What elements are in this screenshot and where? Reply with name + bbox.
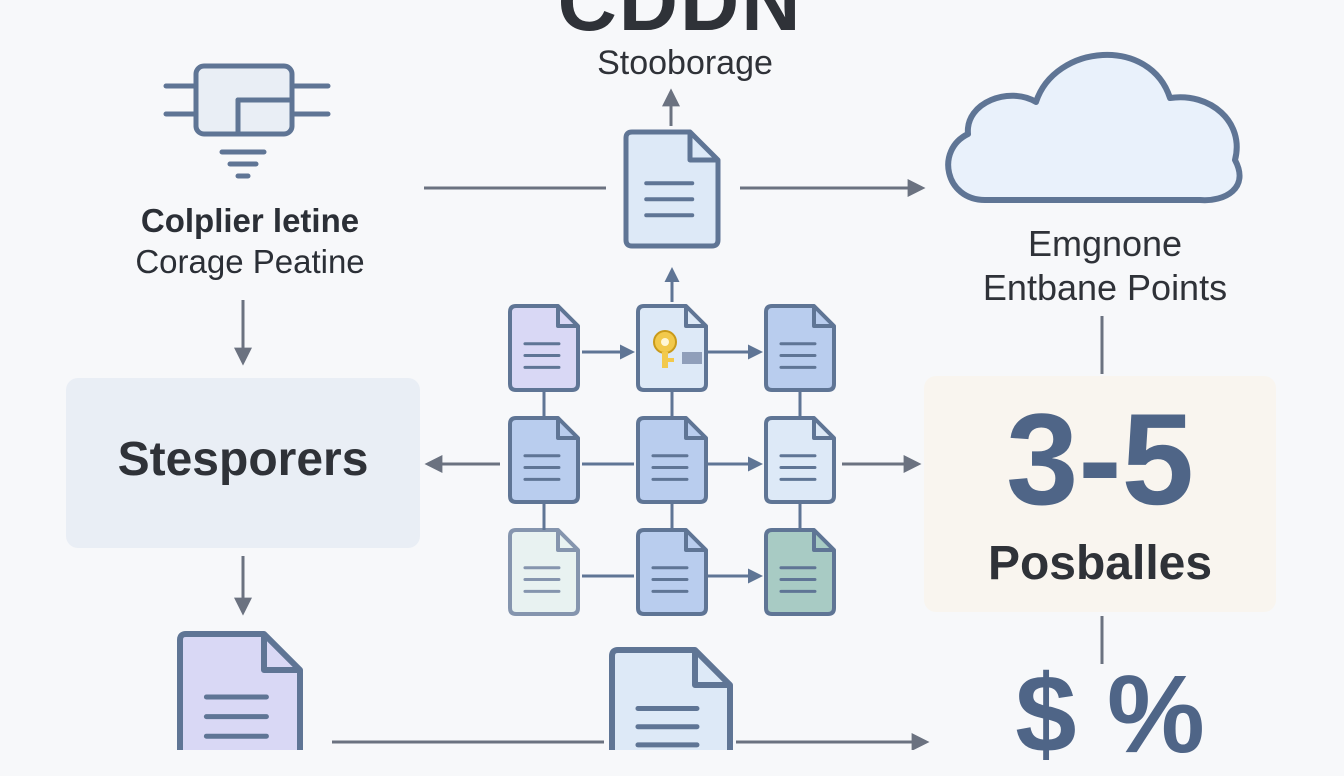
chip-component-icon xyxy=(163,63,331,179)
bottom-center-document-icon xyxy=(609,647,733,750)
grid-document-icon xyxy=(508,528,580,616)
grid-connectors xyxy=(542,267,802,584)
bottom-left-document-icon xyxy=(177,631,303,750)
cloud-icon xyxy=(945,51,1243,204)
diagram-canvas xyxy=(163,51,1243,750)
grid-document-icon xyxy=(764,304,836,392)
grid-document-icon xyxy=(764,528,836,616)
endpoint-label: Emgnone Entbane Points xyxy=(930,222,1280,310)
grid-document-icon xyxy=(636,416,708,504)
key-icon xyxy=(653,330,702,368)
stat-panel xyxy=(924,376,1276,612)
endpoint-label-line1: Emgnone xyxy=(1027,223,1183,264)
connectors xyxy=(234,88,1104,750)
page-title: CDDN xyxy=(557,0,803,48)
currency-symbols: $ % xyxy=(1015,653,1205,776)
stat-label: Posballes xyxy=(987,537,1213,590)
compiler-label-line1: Colplier letine xyxy=(140,202,360,239)
storage-document-icon xyxy=(623,129,721,249)
compiler-label-line2: Corage Peatine xyxy=(135,243,365,281)
grid-document-icon xyxy=(636,528,708,616)
grid-document-icon xyxy=(508,416,580,504)
steps-label: Stesporers xyxy=(117,433,369,486)
steps-panel xyxy=(66,378,420,548)
grid-document-icon xyxy=(764,416,836,504)
page-subtitle: Stooborage xyxy=(597,44,773,82)
grid-document-icon xyxy=(508,304,580,392)
compiler-label: Colplier letine Corage Peatine xyxy=(60,200,440,283)
stat-value: 3-5 xyxy=(1006,386,1194,532)
endpoint-label-line2: Entbane Points xyxy=(982,266,1228,308)
